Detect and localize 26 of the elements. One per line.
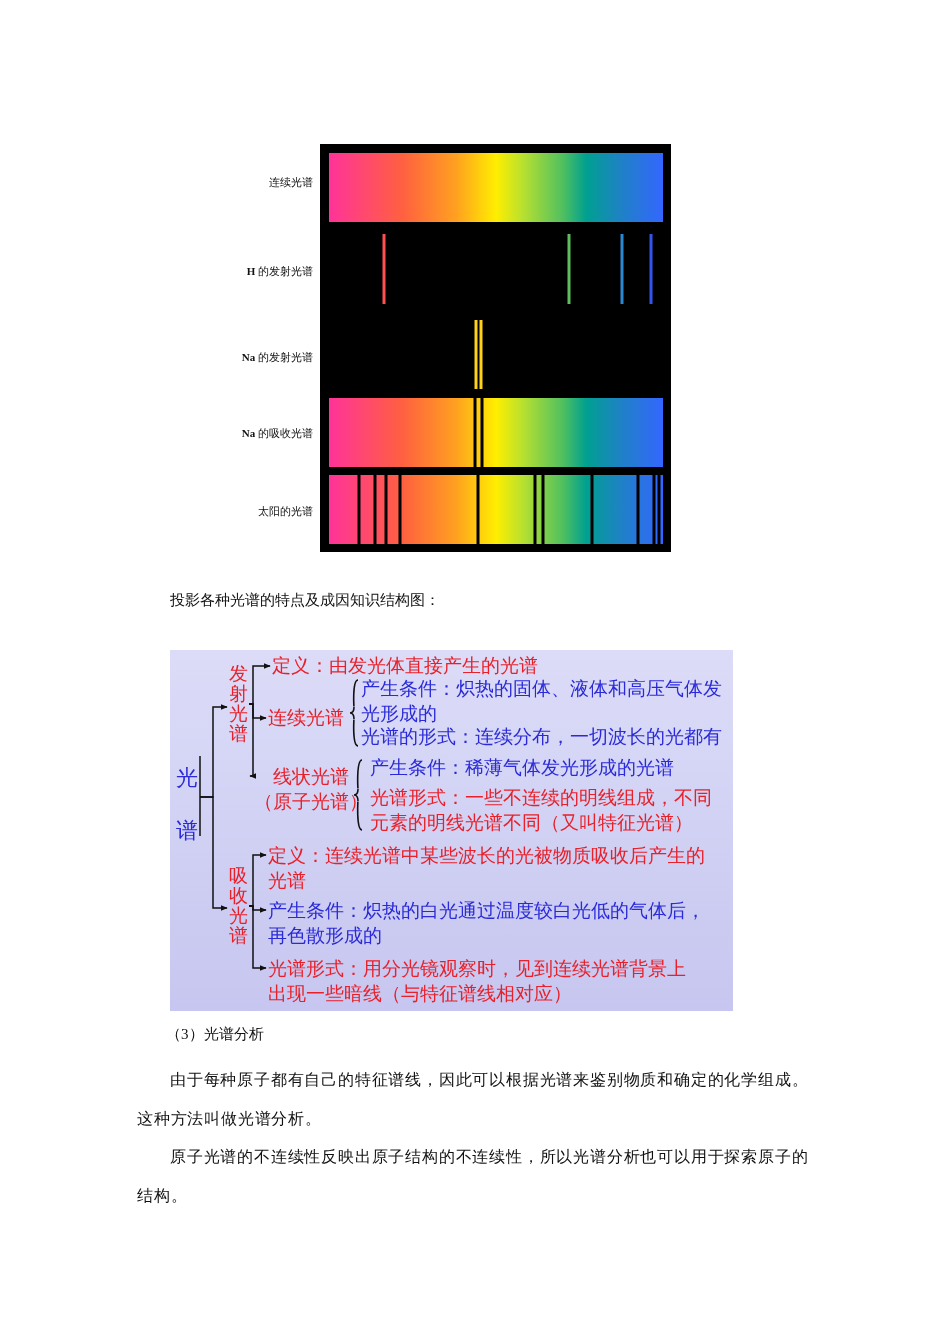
spectrum-label: 太阳的光谱 bbox=[257, 504, 313, 519]
node-text: 线状光谱 bbox=[272, 764, 350, 789]
node-text: 产生条件：稀薄气体发光形成的光谱 bbox=[370, 756, 675, 780]
vertical-heading: 光谱 bbox=[176, 764, 199, 845]
paragraph: 原子光谱的不连续性反映出原子结构的不连续性，所以光谱分析也可以用于探索原子的结构。 bbox=[137, 1147, 810, 1206]
node-text: 定义：连续光谱中某些波长的光被物质吸收后产生的光谱 bbox=[268, 843, 706, 893]
node-text: 定义：由发光体直接产生的光谱 bbox=[272, 654, 539, 678]
node-text: （原子光谱） bbox=[253, 788, 369, 814]
arrow bbox=[248, 905, 267, 971]
node-text: 光谱的形式：连续分布，一切波长的光都有 bbox=[361, 725, 723, 749]
paragraph: 由于每种原子都有自己的特征谱线，因此可以根据光谱来鉴别物质和确定的化学组成。这种方法叫做光谱分析。 bbox=[137, 1070, 810, 1129]
spectrum-label: Na 的发射光谱 bbox=[240, 350, 313, 365]
arrow bbox=[199, 796, 228, 911]
spectrum-label: H 的发射光谱 bbox=[245, 264, 313, 279]
vertical-heading: 吸收光谱 bbox=[229, 866, 249, 946]
caption-text: 投影各种光谱的特点及成因知识结构图： bbox=[170, 591, 441, 610]
node-text: 产生条件：炽热的白光通过温度较白光低的气体后，再色散形成的 bbox=[268, 898, 706, 948]
node-text: 连续光谱 bbox=[268, 706, 345, 730]
node-text: 产生条件：炽热的固体、液体和高压气体发光形成的 bbox=[361, 676, 723, 726]
vertical-heading: 发射光谱 bbox=[229, 664, 249, 744]
section-heading: （3）光谱分析 bbox=[166, 1025, 265, 1044]
node-text: 光谱形式：一些不连续的明线组成，不同元素的明线光谱不同（又叫特征光谱） bbox=[370, 785, 713, 835]
spectrum-label: 连续光谱 bbox=[268, 175, 313, 190]
spectrum-label: Na 的吸收光谱 bbox=[240, 426, 313, 441]
node-text: 光谱形式：用分光镜观察时，见到连续光谱背景上出现一些暗线（与特征谱线相对应） bbox=[268, 956, 687, 1006]
arrow bbox=[248, 703, 257, 779]
